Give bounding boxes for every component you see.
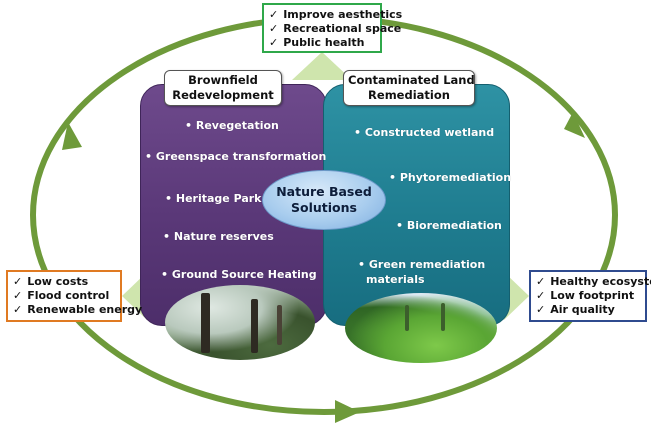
check-icon: ✓ (13, 275, 23, 288)
cycle-arrow-left (62, 122, 82, 150)
center-line2: Solutions (291, 200, 357, 215)
benefit-row: ✓ Renewable energy (13, 303, 142, 317)
benefit-row: ✓ Recreational space (269, 22, 401, 36)
benefit-renewable-energy: Renewable energy (27, 303, 143, 316)
benefit-healthy-ecosystem: Healthy ecosystem (550, 275, 651, 288)
check-icon: ✓ (536, 303, 546, 316)
brownfield-title-line1: Brownfield (188, 73, 258, 87)
benefit-improve-aesthetics: Improve aesthetics (283, 8, 403, 21)
contaminated-item-materials: materials (366, 273, 425, 286)
benefit-row: ✓ Low costs (13, 275, 114, 289)
nature-based-solutions-ellipse: Nature Based Solutions (262, 170, 386, 230)
benefit-recreational-space: Recreational space (283, 22, 402, 35)
connector-right (504, 272, 529, 320)
brownfield-item-nature-reserves: • Nature reserves (163, 230, 274, 243)
benefit-low-costs: Low costs (27, 275, 89, 288)
benefit-row: ✓ Improve aesthetics (269, 8, 402, 22)
benefits-left-box: ✓ Low costs ✓ Flood control ✓ Renewable ene… (6, 270, 142, 322)
benefits-top-box: ✓Improve aesthetics ✓Recreational space … (262, 3, 402, 53)
benefit-row: ✓ Air quality (536, 303, 639, 317)
check-icon: ✓ (269, 36, 279, 49)
check-icon: ✓ (269, 22, 279, 35)
benefit-air-quality: Air quality (550, 303, 615, 316)
contaminated-item-phytoremediation: • Phytoremediation (389, 171, 512, 184)
check-icon: ✓ (536, 289, 546, 302)
benefit-flood-control: Flood control (27, 289, 110, 302)
contaminated-item-wetland: • Constructed wetland (354, 126, 495, 139)
benefit-row: ✓ Healthy ecosystem (536, 275, 651, 289)
benefit-row: ✓ Low footprint (536, 289, 639, 303)
brownfield-title-line2: Redevelopment (172, 88, 274, 102)
check-icon: ✓ (269, 8, 279, 21)
brownfield-item-greenspace: • Greenspace transformation (145, 150, 327, 163)
contaminated-item-green-remediation: • Green remediation (358, 258, 486, 271)
brownfield-title: Brownfield Redevelopment (164, 70, 282, 106)
benefit-low-footprint: Low footprint (550, 289, 635, 302)
brownfield-item-heritage-park: • Heritage Park (165, 192, 262, 205)
check-icon: ✓ (13, 289, 23, 302)
brownfield-item-revegetation: • Revegetation (185, 119, 279, 132)
brownfield-item-ground-source-heating: • Ground Source Heating (161, 268, 317, 281)
contaminated-title-line2: Remediation (368, 88, 450, 102)
check-icon: ✓ (13, 303, 23, 316)
cycle-arrow-right (564, 112, 585, 138)
contaminated-title: Contaminated Land Remediation (343, 70, 475, 106)
check-icon: ✓ (536, 275, 546, 288)
contaminated-title-line1: Contaminated Land (348, 73, 475, 87)
center-line1: Nature Based (276, 184, 372, 199)
benefits-right-box: ✓ Healthy ecosystem ✓ Low footprint ✓ Air q… (529, 270, 651, 322)
benefit-public-health: Public health (283, 36, 365, 49)
cycle-arrow-bottom (335, 400, 360, 423)
benefit-row: ✓ Public health (269, 36, 374, 50)
connector-top (292, 52, 352, 80)
brownfield-photo (165, 285, 315, 360)
benefit-row: ✓ Flood control (13, 289, 114, 303)
contaminated-photo (345, 293, 497, 363)
contaminated-item-bioremediation: • Bioremediation (396, 219, 502, 232)
